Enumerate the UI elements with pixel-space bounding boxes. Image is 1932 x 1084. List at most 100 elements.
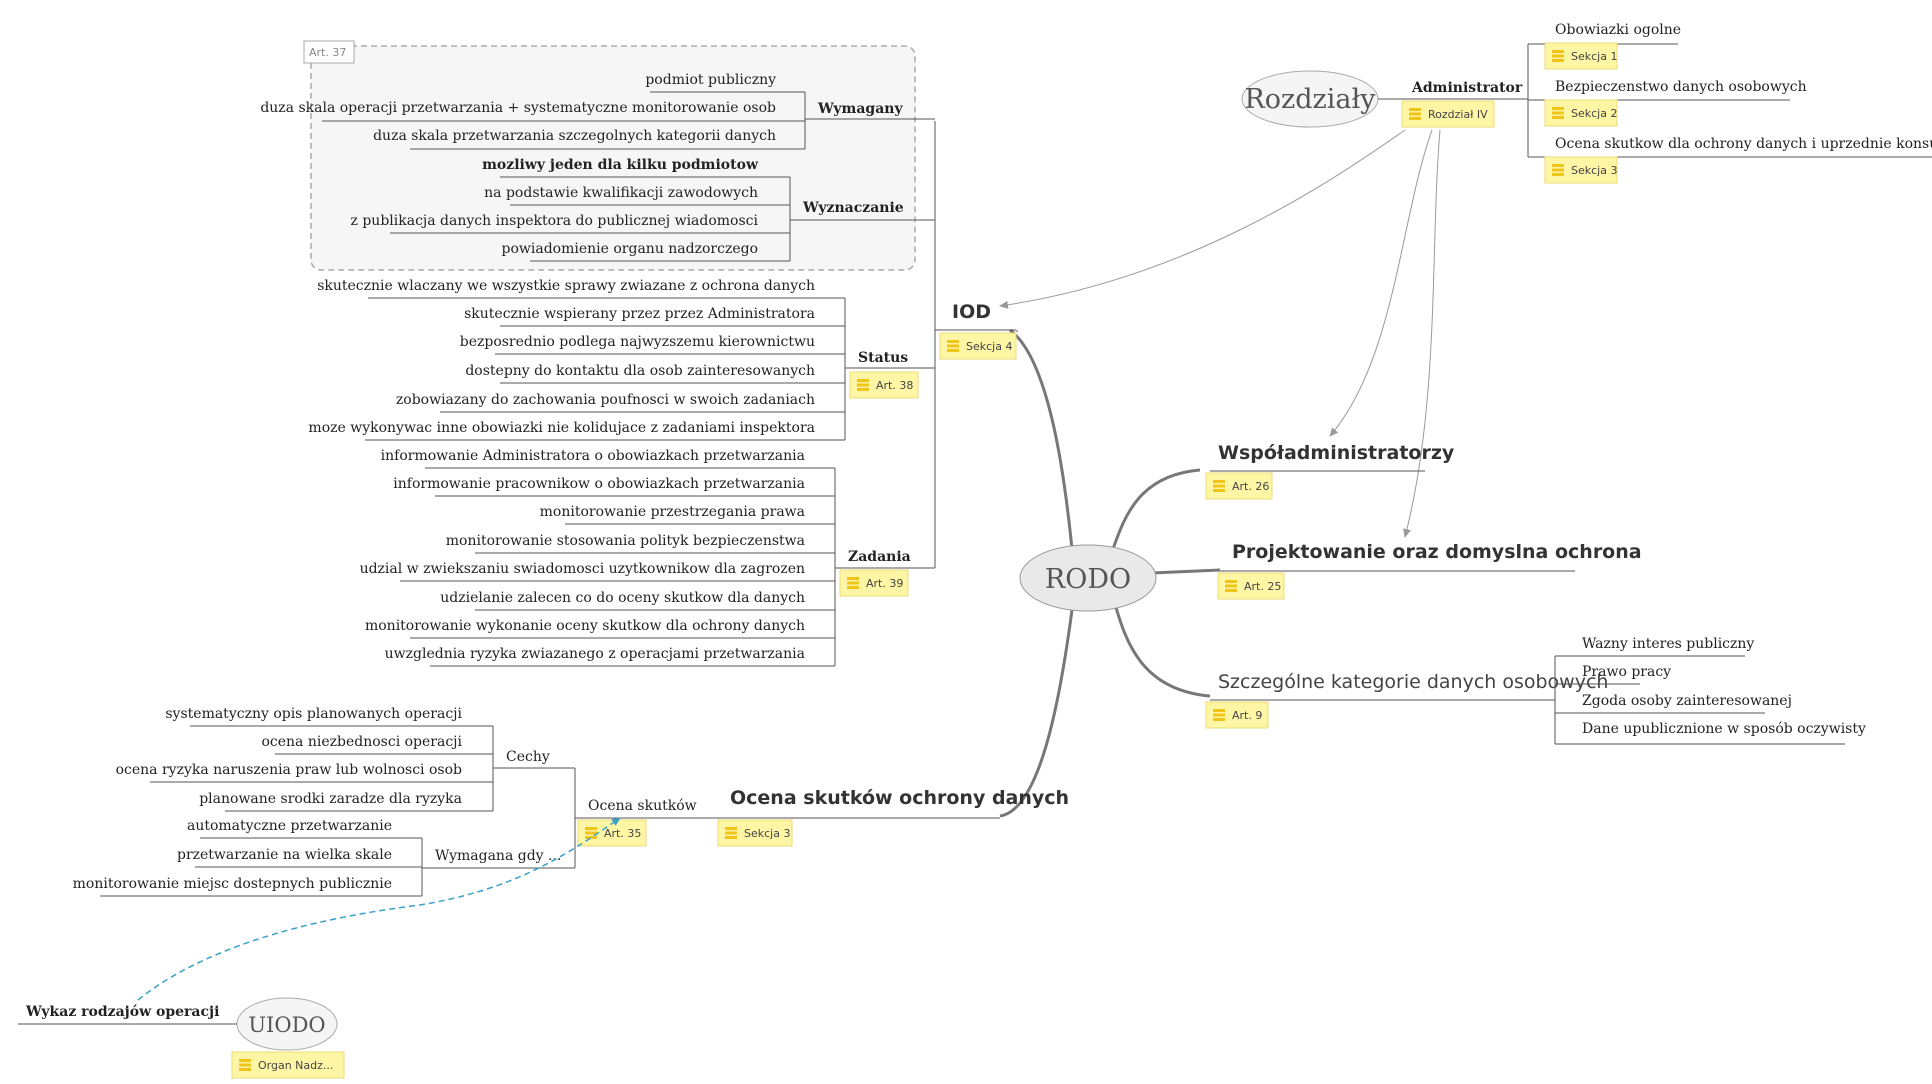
szczegolne-item[interactable]: Wazny interes publiczny <box>1582 636 1754 652</box>
ocena-label: Ocena skutków ochrony danych <box>730 787 1069 809</box>
administrator-label: Administrator <box>1411 80 1523 96</box>
status-item[interactable]: dostepny do kontaktu dla osob zaintereso… <box>465 363 815 379</box>
wyznaczanie-topic[interactable]: Wyznaczanie <box>790 200 935 221</box>
wspoladministratorzy-topic[interactable]: Współadministratorzy <box>1210 442 1455 472</box>
wymagana-gdy-topic[interactable]: Wymagana gdy ... <box>422 848 575 869</box>
uiodo-relation[interactable] <box>137 817 621 1001</box>
zadania-note[interactable]: Art. 39 <box>839 569 909 597</box>
rodo-label: RODO <box>1045 564 1131 595</box>
administrator-item[interactable]: Ocena skutkow dla ochrony danych i uprze… <box>1555 136 1932 152</box>
art-26-note[interactable]: Art. 26 <box>1205 472 1273 500</box>
wyznaczanie-item[interactable]: mozliwy jeden dla kilku podmiotow <box>482 157 759 173</box>
szczegolne-label: Szczególne kategorie danych osobowych <box>1218 671 1608 693</box>
zadania-label: Zadania <box>848 549 911 565</box>
ocena-skutkow-label: Ocena skutków <box>588 798 697 814</box>
uiodo-topic[interactable]: UIODO <box>236 997 338 1051</box>
szczegolne-item[interactable]: Prawo pracy <box>1582 664 1671 680</box>
zadania-item[interactable]: udzielanie zalecen co do oceny skutkow d… <box>440 590 805 606</box>
wspoladministratorzy-label: Współadministratorzy <box>1218 442 1455 464</box>
wymagana-gdy-item[interactable]: przetwarzanie na wielka skale <box>177 847 392 863</box>
rodo-central-topic[interactable]: RODO <box>1019 544 1157 612</box>
administrator-item[interactable]: Bezpieczenstwo danych osobowych <box>1555 79 1807 95</box>
svg-text:Organ Nadz...: Organ Nadz... <box>258 1059 333 1072</box>
wymagana-gdy-item[interactable]: automatyczne przetwarzanie <box>187 818 392 834</box>
wymagana-gdy-label: Wymagana gdy ... <box>435 848 561 864</box>
organ-nadzorczy-note[interactable]: Organ Nadz... <box>231 1051 345 1079</box>
zadania-note-label: Art. 39 <box>866 577 903 590</box>
art-9-note[interactable]: Art. 9 <box>1205 701 1269 729</box>
sekcja-3-note[interactable]: Sekcja 3 <box>1544 156 1618 184</box>
ocena-topic[interactable]: Ocena skutków ochrony danych <box>720 787 1069 819</box>
wymagany-topic[interactable]: Wymagany <box>805 101 935 120</box>
administrator-note-label: Rozdział IV <box>1428 108 1488 121</box>
zadania-item[interactable]: monitorowanie stosowania polityk bezpiec… <box>446 533 805 549</box>
svg-text:Sekcja 3: Sekcja 3 <box>744 827 790 840</box>
administrator-topic[interactable]: Administrator <box>1411 80 1523 96</box>
status-item[interactable]: moze wykonywac inne obowiazki nie kolidu… <box>308 420 815 436</box>
wymagana-gdy-item[interactable]: monitorowanie miejsc dostepnych publiczn… <box>73 876 392 892</box>
wyznaczanie-item[interactable]: powiadomienie organu nadzorczego <box>502 241 758 257</box>
cechy-item[interactable]: ocena ryzyka naruszenia praw lub wolnosc… <box>116 762 462 778</box>
status-topic[interactable]: Status <box>845 350 935 369</box>
wymagany-item[interactable]: duza skala przetwarzania szczegolnych ka… <box>373 128 776 144</box>
zadania-item[interactable]: informowanie Administratora o obowiazkac… <box>381 448 805 464</box>
iod-note-label: Sekcja 4 <box>966 340 1012 353</box>
zadania-item[interactable]: uwzglednia ryzyka zwiazanego z operacjam… <box>385 646 805 662</box>
svg-text:Art. 26: Art. 26 <box>1232 480 1269 493</box>
status-note-label: Art. 38 <box>876 379 913 392</box>
status-item[interactable]: zobowiazany do zachowania poufnosci w sw… <box>396 392 815 408</box>
zadania-topic[interactable]: Zadania <box>835 549 935 569</box>
sekcja-3-ocena-note[interactable]: Sekcja 3 <box>717 819 793 847</box>
zadania-item[interactable]: monitorowanie przestrzegania prawa <box>540 504 805 520</box>
rozdzialy-topic[interactable]: Rozdziały <box>1241 70 1379 128</box>
zadania-item[interactable]: informowanie pracownikow o obowiazkach p… <box>393 476 805 492</box>
status-item[interactable]: skutecznie wlaczany we wszystkie sprawy … <box>317 278 815 294</box>
status-item[interactable]: skutecznie wspierany przez przez Adminis… <box>464 306 815 322</box>
szczegolne-topic[interactable]: Szczególne kategorie danych osobowych <box>1210 671 1608 701</box>
iod-topic[interactable]: IOD <box>948 301 1016 331</box>
zadania-item[interactable]: udzial w zwiekszaniu swiadomosci uzytkow… <box>360 561 805 577</box>
svg-text:Art. 9: Art. 9 <box>1232 709 1262 722</box>
szczegolne-item[interactable]: Dane upublicznione w sposób oczywisty <box>1582 721 1866 737</box>
svg-text:Sekcja 1: Sekcja 1 <box>1571 50 1617 63</box>
szczegolne-items: Wazny interes publiczny Prawo pracy Zgod… <box>1554 636 1866 745</box>
wyznaczanie-label: Wyznaczanie <box>802 200 904 216</box>
cechy-item[interactable]: systematyczny opis planowanych operacji <box>165 706 462 722</box>
uiodo-link-label[interactable]: Wykaz rodzajów operacji <box>25 1004 219 1020</box>
svg-text:Art. 25: Art. 25 <box>1244 580 1281 593</box>
ocena-skutkow-topic[interactable]: Ocena skutków <box>575 798 720 819</box>
wyznaczanie-item[interactable]: z publikacja danych inspektora do public… <box>351 213 759 229</box>
administrator-items: Obowiazki ogolne Bezpieczenstwo danych o… <box>1520 22 1932 158</box>
wymagany-item[interactable]: podmiot publiczny <box>645 72 776 88</box>
status-items: skutecznie wlaczany we wszystkie sprawy … <box>308 278 846 441</box>
art-25-note[interactable]: Art. 25 <box>1217 572 1285 600</box>
cechy-item[interactable]: ocena niezbednosci operacji <box>261 734 462 750</box>
sekcja-1-note[interactable]: Sekcja 1 <box>1544 42 1618 70</box>
wymagany-items: podmiot publiczny duza skala operacji pr… <box>260 72 806 150</box>
szczegolne-item[interactable]: Zgoda osoby zainteresowanej <box>1582 693 1792 709</box>
administrator-item[interactable]: Obowiazki ogolne <box>1555 22 1681 38</box>
administrator-relations <box>999 129 1441 538</box>
wymagany-item[interactable]: duza skala operacji przetwarzania + syst… <box>260 100 776 116</box>
iod-label: IOD <box>952 301 991 323</box>
svg-text:Sekcja 3: Sekcja 3 <box>1571 164 1617 177</box>
main-branches <box>999 328 1221 818</box>
administrator-note[interactable]: Rozdział IV <box>1401 100 1495 128</box>
status-note[interactable]: Art. 38 <box>849 371 919 399</box>
cechy-label: Cechy <box>506 749 550 765</box>
cechy-items: systematyczny opis planowanych operacji … <box>116 706 494 812</box>
zadania-item[interactable]: monitorowanie wykonanie oceny skutkow dl… <box>365 618 805 634</box>
projektowanie-topic[interactable]: Projektowanie oraz domyslna ochrona <box>1220 541 1642 572</box>
iod-note[interactable]: Sekcja 4 <box>939 332 1017 360</box>
uiodo-label: UIODO <box>248 1013 325 1037</box>
cechy-item[interactable]: planowane srodki zaradze dla ryzyka <box>199 791 462 807</box>
wyznaczanie-item[interactable]: na podstawie kwalifikacji zawodowych <box>484 185 758 201</box>
projektowanie-label: Projektowanie oraz domyslna ochrona <box>1232 541 1642 563</box>
svg-text:Sekcja 2: Sekcja 2 <box>1571 107 1617 120</box>
cechy-topic[interactable]: Cechy <box>493 749 575 769</box>
art-37-boundary[interactable]: Art. 37 <box>303 40 916 271</box>
sekcja-2-note[interactable]: Sekcja 2 <box>1544 99 1618 127</box>
wymagana-gdy-items: automatyczne przetwarzanie przetwarzanie… <box>73 818 423 897</box>
status-item[interactable]: bezposrednio podlega najwyzszemu kierown… <box>460 334 815 350</box>
